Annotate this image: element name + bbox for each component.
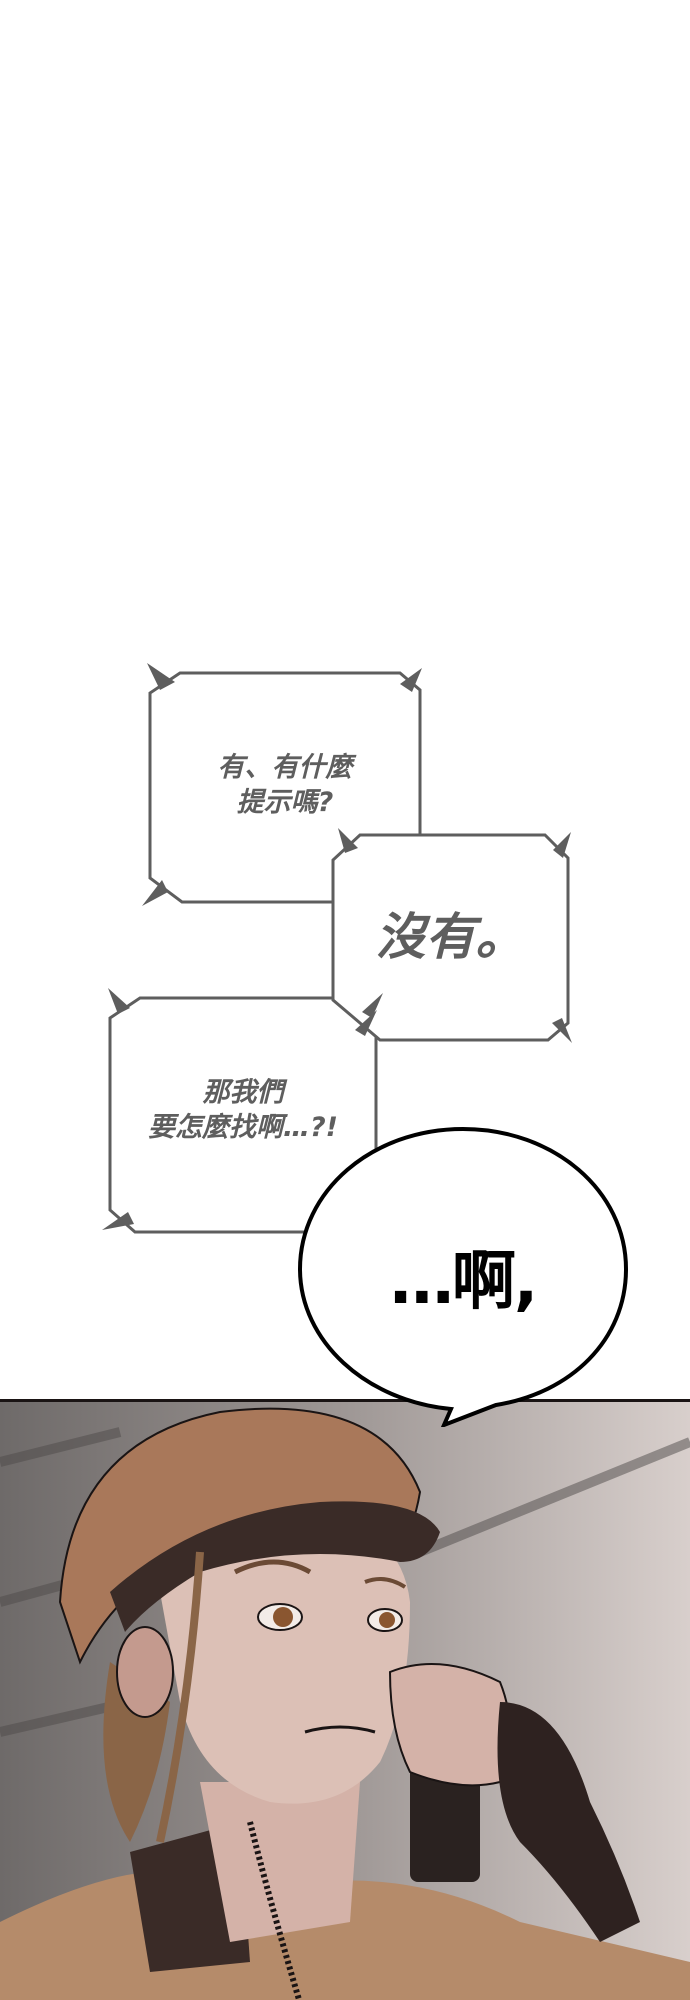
- speech-bubble-4-shape: [297, 1126, 629, 1427]
- illustration-panel: [0, 1399, 690, 2000]
- bubble-1-text: 有、有什麼 提示嗎?: [217, 752, 353, 819]
- bubble-3-text: 那我們 要怎麼找啊…?!: [148, 1077, 338, 1144]
- bubble-4-text: …啊,: [389, 1245, 538, 1319]
- character-illustration: [0, 1402, 690, 2000]
- bubble-2-text: 沒有。: [375, 908, 526, 966]
